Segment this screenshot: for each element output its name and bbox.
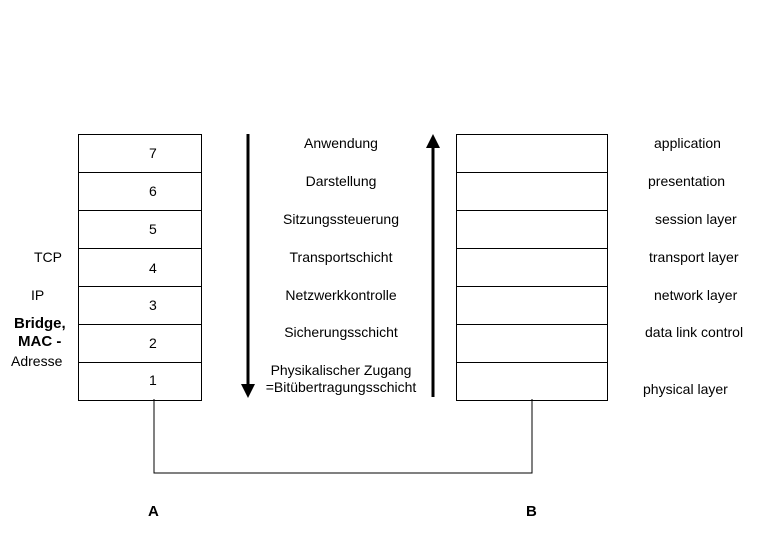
layer-name-en-7: application [654,135,721,151]
stack-a-layer-2: 2 [79,325,201,363]
osi-stack-a: 7 6 5 4 3 2 1 [78,134,202,401]
layer-name-de-5: Sitzungssteuerung [283,211,399,227]
layer-name-de-3: Netzwerkkontrolle [285,287,397,303]
layer-name-en-2: data link control [645,324,744,340]
stack-a-layer-5: 5 [79,211,201,249]
host-a-label: A [148,503,159,520]
stack-b-layer-7 [457,135,607,173]
layer-name-en-5: session layer [655,211,737,227]
stack-b-layer-3 [457,287,607,325]
stack-b-layer-5 [457,211,607,249]
host-b-label: B [526,503,537,520]
stack-b-layer-6 [457,173,607,211]
layer-number: 6 [149,183,157,199]
layer-number: 2 [149,335,157,351]
protocol-bridge-label: Bridge, [14,315,66,332]
stack-a-layer-6: 6 [79,173,201,211]
layer-name-de-7: Anwendung [304,135,378,151]
stack-b-layer-1 [457,363,607,401]
stack-a-layer-7: 7 [79,135,201,173]
protocol-mac-label: MAC - [18,333,62,350]
physical-connection-line [153,399,533,474]
layer-name-de-4: Transportschicht [289,249,393,265]
layer-number: 4 [149,260,157,276]
layer-name-en-4: transport layer [649,249,739,265]
stack-b-layer-2 [457,325,607,363]
layer-name-en-1: physical layer [643,381,728,397]
osi-stack-b [456,134,608,401]
layer-number: 5 [149,221,157,237]
stack-b-layer-4 [457,249,607,287]
layer-number: 3 [149,297,157,313]
layer-number: 1 [149,372,157,388]
protocol-ip-label: IP [31,287,45,303]
layer-name-de-1: Physikalischer Zugang =Bitübertragungssc… [265,362,417,395]
layer-name-de-2: Sicherungsschicht [284,324,398,340]
layer-name-en-3: network layer [654,287,738,303]
layer-name-de-6: Darstellung [305,173,377,189]
protocol-tcp-label: TCP [34,249,62,265]
layer-name-en-6: presentation [648,173,726,189]
layer-number: 7 [149,145,157,161]
stack-a-layer-1: 1 [79,363,201,401]
up-arrow-head [426,134,440,148]
protocol-address-label: Adresse [11,353,63,369]
stack-a-layer-3: 3 [79,287,201,325]
down-arrow-head [241,384,255,398]
stack-a-layer-4: 4 [79,249,201,287]
